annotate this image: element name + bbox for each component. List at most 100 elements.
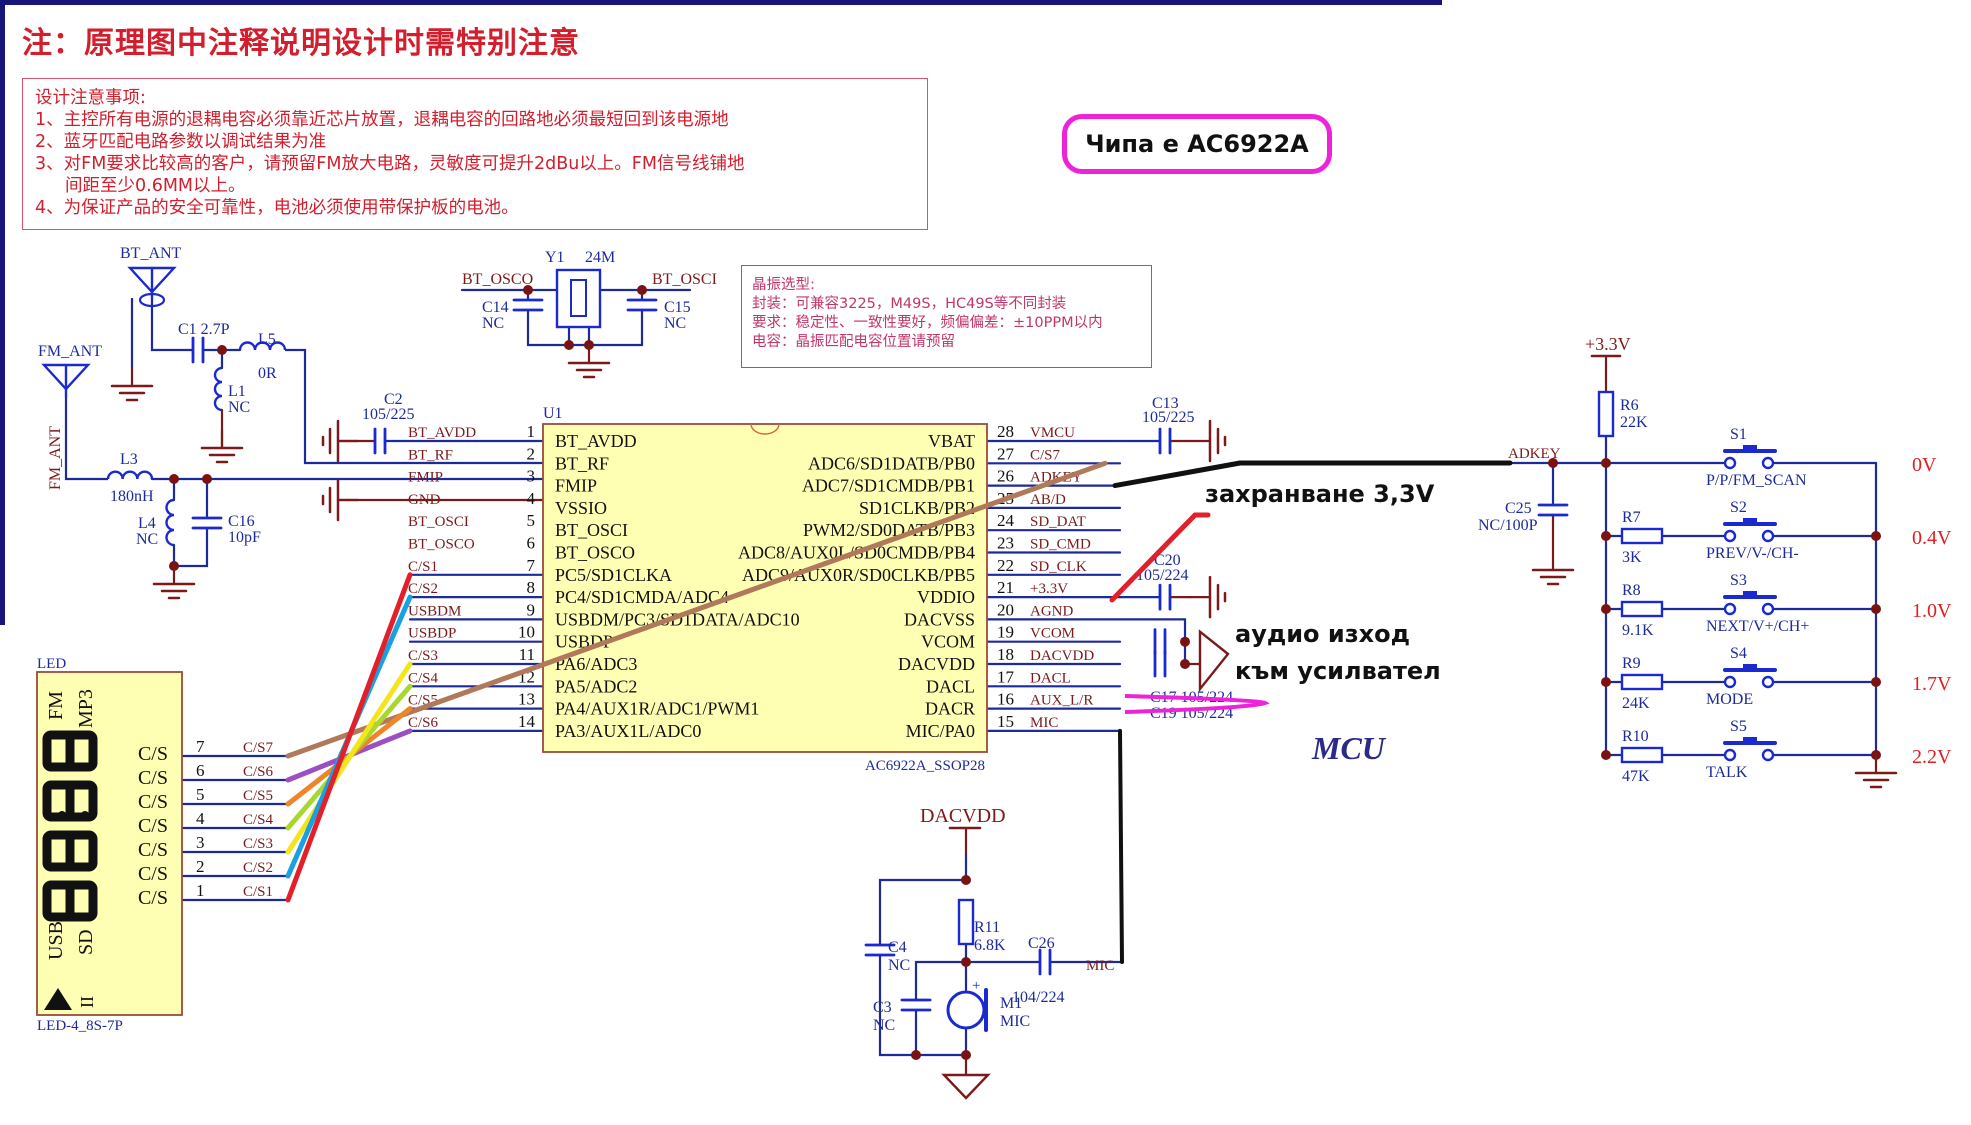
key-voltage-label: 1.7V	[1912, 673, 1952, 695]
pin-number: 13	[518, 690, 535, 709]
l5-ref: L5	[258, 331, 276, 348]
crystal-icon	[555, 268, 602, 329]
design-note-item: 4、为保证产品的安全可靠性，电池必须使用带保护板的电池。	[35, 198, 519, 218]
junction-dot	[1180, 659, 1190, 669]
led-pin-name: C/S	[138, 887, 168, 909]
led-pin-name: C/S	[138, 815, 168, 837]
coax-shield-icon	[138, 292, 166, 308]
design-note-item: 间距至少0.6MM以上。	[65, 176, 246, 196]
switch-ref: S1	[1730, 426, 1747, 443]
pin-net-label: USBDM	[408, 603, 461, 619]
button-cap	[1743, 518, 1757, 524]
led-pin-name: C/S	[138, 743, 168, 765]
switch-function-label: P/P/FM_SCAN	[1706, 472, 1807, 489]
c3-value: NC	[873, 1017, 895, 1034]
junction-dot	[637, 285, 647, 295]
pin-name: BT_RF	[555, 453, 609, 473]
l5-value: 0R	[258, 365, 277, 382]
led-pin-number: 5	[196, 785, 205, 804]
led-pin-net: C/S4	[243, 812, 274, 828]
chip-body	[542, 423, 988, 753]
switch-ref: S5	[1730, 718, 1747, 735]
pin-number: 14	[518, 712, 536, 731]
bt-antenna-label: BT_ANT	[120, 245, 182, 262]
led-pin-name: C/S	[138, 863, 168, 885]
pin-net-label: AGND	[1030, 603, 1073, 619]
junction-dot	[217, 345, 227, 355]
c14-capacitor-icon	[512, 298, 544, 312]
pin-name: PC4/SD1CMDA/ADC4	[555, 587, 729, 607]
pin-number: 28	[997, 422, 1014, 441]
ground-icon	[200, 428, 244, 464]
pin-number: 15	[997, 712, 1014, 731]
pin-name: VSSIO	[555, 498, 607, 518]
audio-out-annotation-line1: аудио изход	[1235, 620, 1410, 648]
pin-number: 16	[997, 690, 1014, 709]
ground-icon	[1188, 575, 1227, 619]
pin-net-label: C/S6	[408, 715, 439, 731]
junction-dot	[1601, 750, 1611, 760]
key-resistor-ref: R9	[1622, 655, 1641, 672]
junction-dot	[1601, 604, 1611, 614]
junction-dot	[961, 1050, 971, 1060]
key-voltage-label: 1.0V	[1912, 600, 1952, 622]
junction-dot	[911, 1050, 921, 1060]
pin-number: 2	[527, 444, 536, 463]
key-resistor-value: 47K	[1622, 768, 1650, 785]
pin-net-label: BT_OSCI	[408, 514, 469, 530]
junction-dot	[961, 875, 971, 885]
hand-drawn-mic-wire	[1118, 728, 1124, 964]
c25-ref: C25	[1505, 500, 1532, 517]
push-button-s4	[1723, 664, 1777, 689]
sheet-border-top	[0, 0, 1442, 5]
r8-resistor-icon	[1620, 600, 1664, 618]
r10-resistor-icon	[1620, 746, 1664, 764]
ground-icon	[321, 419, 360, 463]
wire	[878, 955, 966, 1057]
button-terminal	[1761, 748, 1775, 762]
button-terminal	[1761, 675, 1775, 689]
chip-callout-text: Чипа е AC6922A	[1085, 130, 1309, 158]
button-terminal	[1723, 675, 1737, 689]
switch-ref: S4	[1730, 645, 1747, 662]
chip-ref: U1	[543, 405, 563, 422]
pin-net-label: SD_DAT	[1030, 514, 1086, 530]
hand-drawn-highlight	[1124, 694, 1270, 714]
pin-net-label: C/S7	[1030, 447, 1061, 463]
hand-drawn-overlay	[285, 460, 1513, 964]
l1-value: NC	[228, 399, 250, 416]
pin-number: 10	[518, 623, 535, 642]
pin-number: 17	[997, 667, 1015, 686]
pin-name: DACR	[925, 699, 975, 719]
button-cap	[1743, 445, 1757, 451]
pin-net-label: SD_CMD	[1030, 537, 1091, 553]
c16-value: 10pF	[228, 529, 261, 546]
key-resistor-value: 3K	[1622, 549, 1642, 566]
led-pin-number: 3	[196, 833, 205, 852]
pin-number: 19	[997, 623, 1014, 642]
pin-net-label: AB/D	[1030, 492, 1066, 508]
pin-net-label: BT_OSCO	[408, 537, 475, 553]
pin-net-label: C/S1	[408, 559, 438, 575]
crystal-net-right: BT_OSCI	[652, 271, 717, 288]
pin-number: 21	[997, 578, 1014, 597]
crystal-note-box: 晶振选型: 封装：可兼容3225，M49S，HC49S等不同封装 要求：稳定性、…	[741, 265, 1152, 368]
ground-icon	[152, 564, 196, 600]
r11-resistor-icon	[957, 898, 975, 946]
junction-dot	[1180, 636, 1190, 647]
pin-net-label: AUX_L/R	[1030, 693, 1093, 709]
pin-name: VCOM	[921, 632, 975, 652]
junction-dot	[523, 285, 533, 295]
junction-dot	[169, 474, 179, 484]
chip-part-number: AC6922A_SSOP28	[865, 758, 985, 774]
c2-ref: C2	[384, 391, 403, 408]
c26-capacitor-icon	[1038, 948, 1052, 976]
pin-net-label: C/S3	[408, 648, 438, 664]
pin-net-label: C/S2	[408, 581, 438, 597]
key-voltage-label: 0.4V	[1912, 527, 1952, 549]
push-button-s2	[1723, 518, 1777, 543]
pin-number: 22	[997, 556, 1014, 575]
key-resistor-value: 9.1K	[1622, 622, 1654, 639]
r7-resistor-icon	[1620, 527, 1664, 545]
